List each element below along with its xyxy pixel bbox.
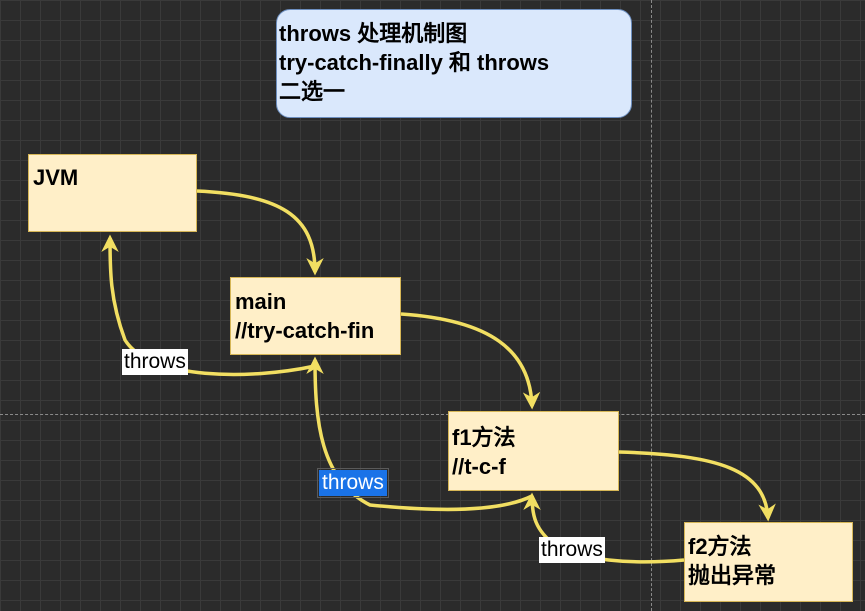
title-note-line-2: try-catch-finally 和 throws — [279, 50, 550, 75]
edge-jvm-to-main[interactable] — [196, 189, 324, 276]
title-note-line-3: 二选一 — [279, 79, 346, 104]
node-jvm[interactable]: JVM — [28, 154, 197, 232]
edge-main-to-f1[interactable] — [400, 312, 541, 410]
title-note-line-1: throws 处理机制图 — [279, 21, 468, 46]
guide-line-horizontal — [0, 414, 865, 415]
node-f1-comment: //t-c-f — [452, 454, 506, 479]
edge-label-main-to-jvm[interactable]: throws — [122, 349, 188, 375]
node-f2-comment: 抛出异常 — [688, 563, 777, 588]
edge-label-f1-to-main-selected[interactable]: throws — [317, 468, 389, 498]
node-f1[interactable]: f1方法 //t-c-f — [448, 411, 619, 491]
node-main-title: main — [235, 289, 287, 314]
node-f2-title: f2方法 — [688, 534, 752, 559]
edge-f1-to-main-throws[interactable] — [306, 356, 533, 512]
node-main[interactable]: main //try-catch-fin — [230, 277, 401, 355]
edge-label-f2-to-f1[interactable]: throws — [539, 537, 605, 563]
node-jvm-label: JVM — [33, 165, 79, 190]
guide-line-vertical — [651, 0, 652, 611]
node-f1-title: f1方法 — [452, 425, 516, 450]
node-f2[interactable]: f2方法 抛出异常 — [684, 522, 853, 602]
title-note[interactable]: throws 处理机制图 try-catch-finally 和 throws … — [276, 9, 632, 118]
edge-main-to-jvm-throws[interactable] — [101, 234, 316, 377]
edge-f1-to-f2[interactable] — [618, 450, 776, 522]
node-main-comment: //try-catch-fin — [235, 318, 375, 343]
